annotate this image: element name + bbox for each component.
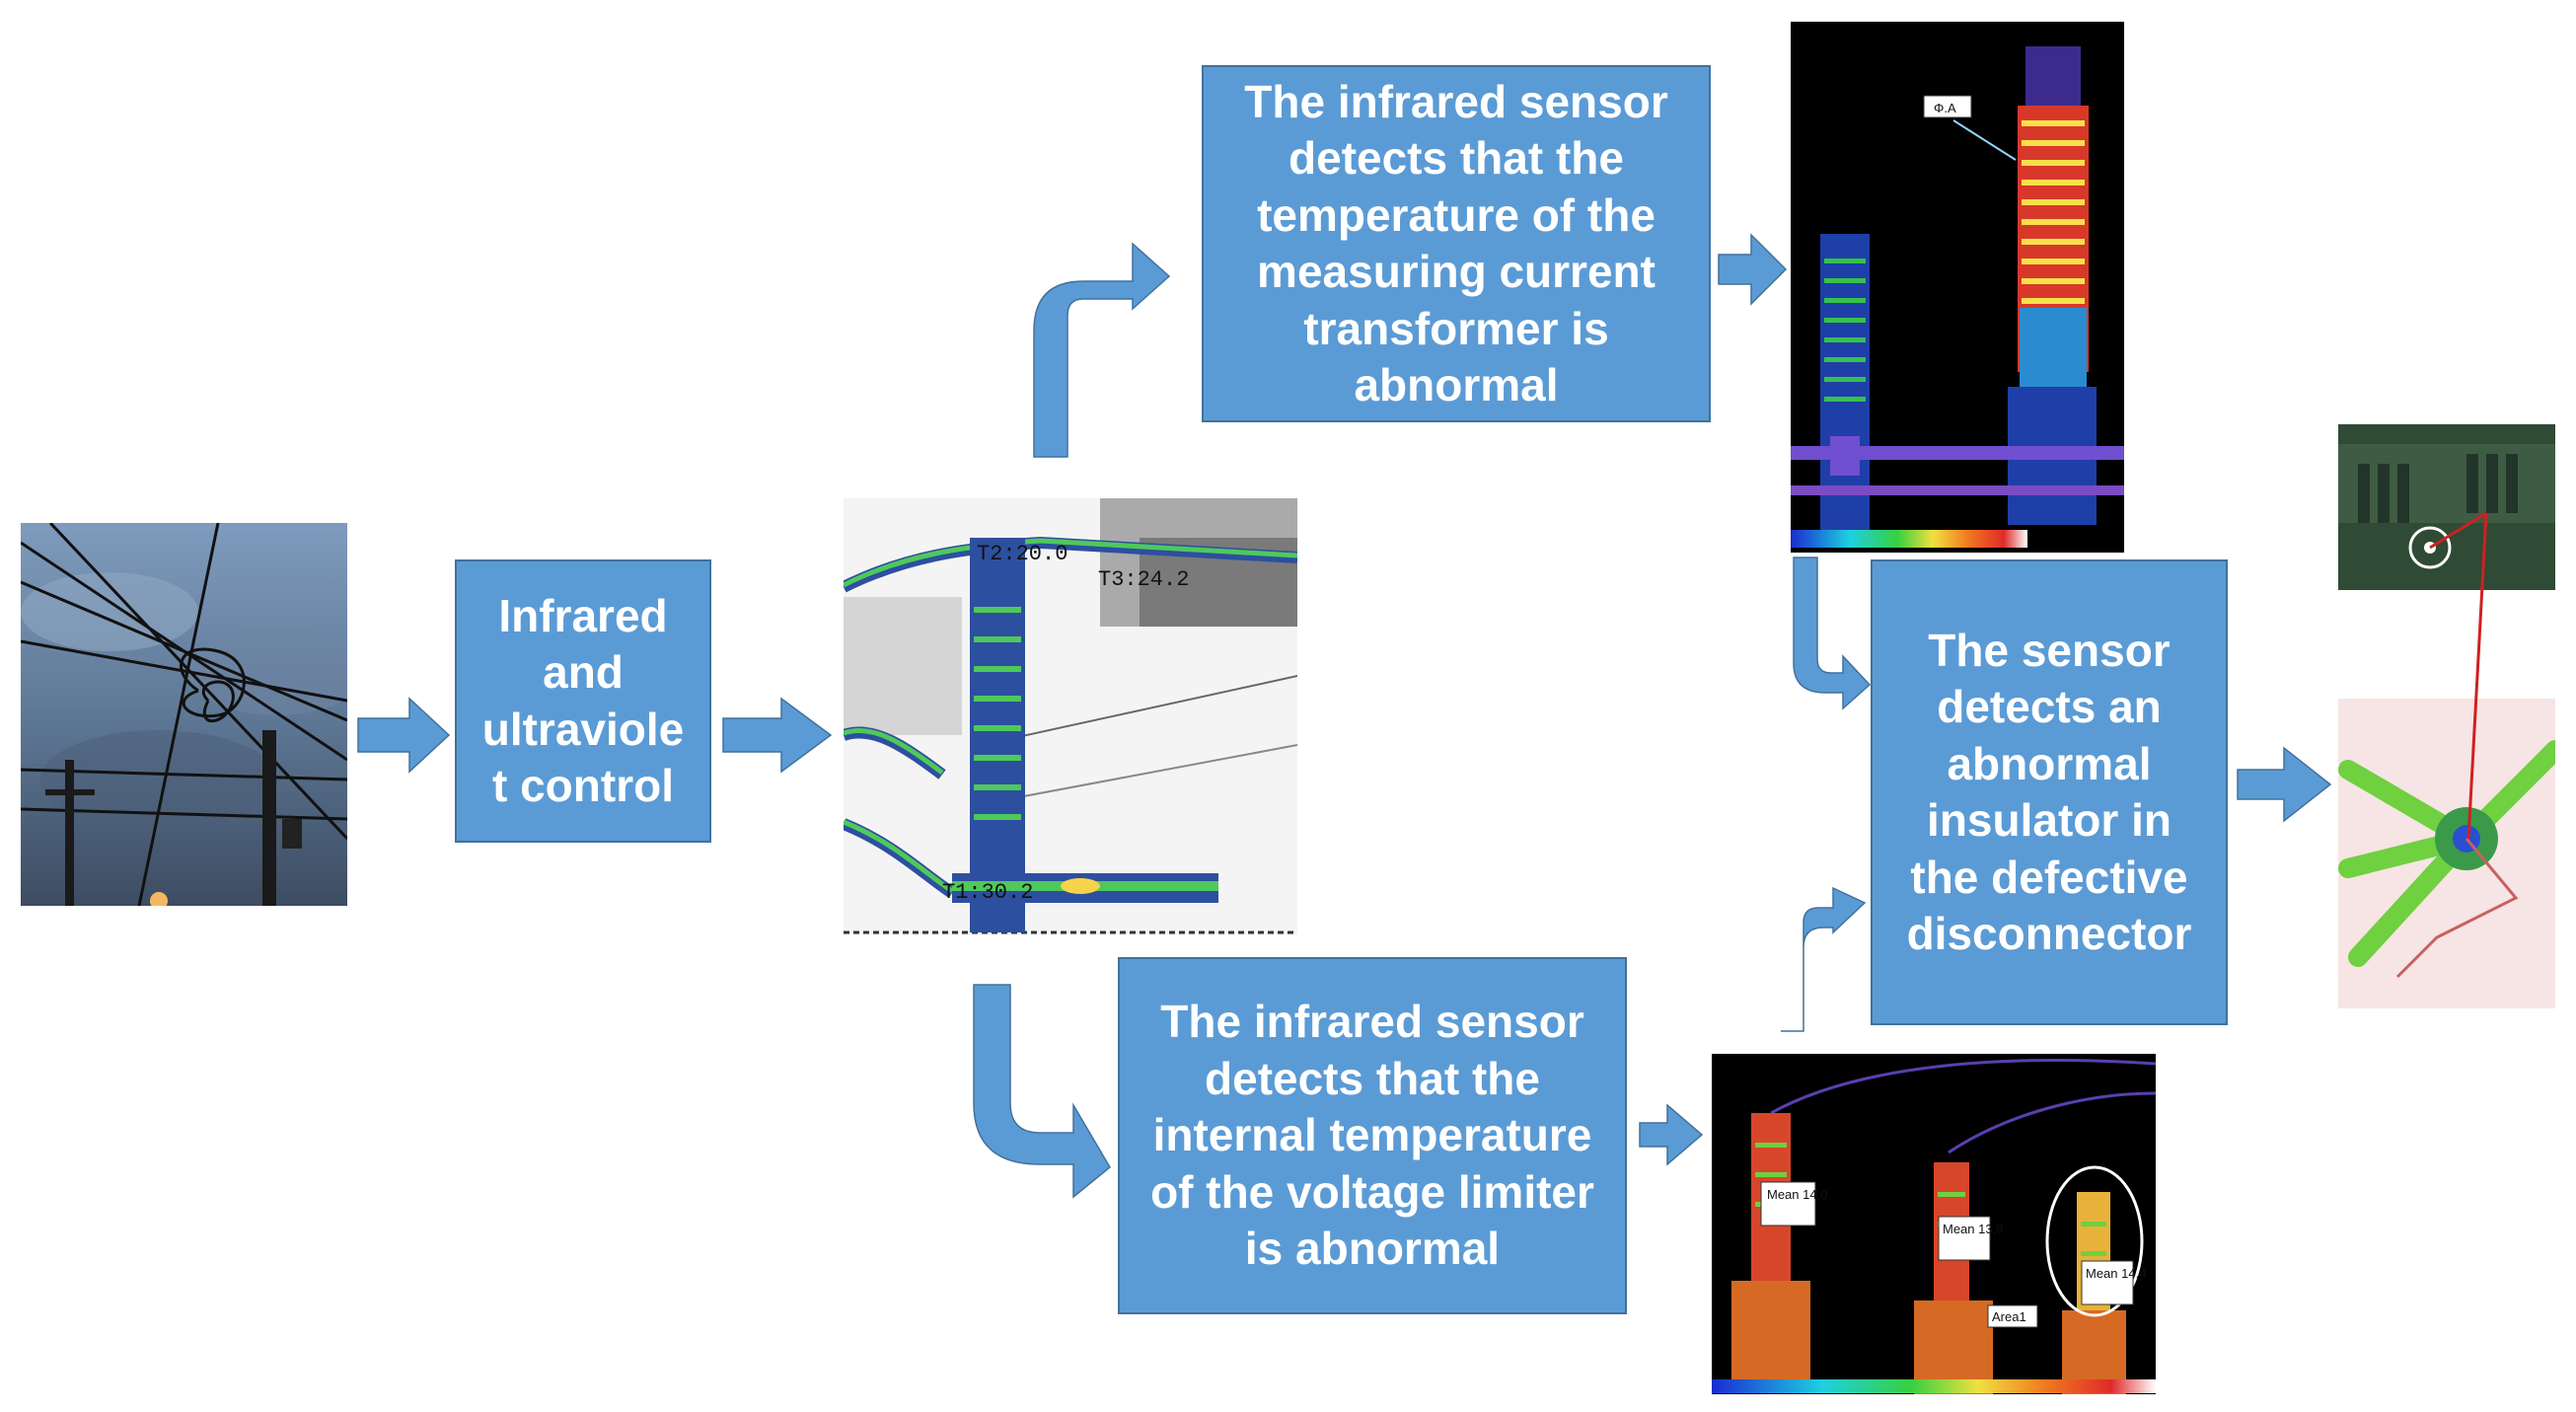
label-mean3: Mean 14,4 <box>2086 1266 2146 1281</box>
arrow-bent-up-top <box>1033 242 1171 458</box>
thermal-image-center: T2:20.0 T3:24.2 T1:30.2 <box>844 498 1297 934</box>
label-area: Area1 <box>1992 1309 2026 1324</box>
node-limiter-abnormal-label: The infrared sensor detects that the int… <box>1150 996 1594 1275</box>
node-defective-disconnector: The sensor detects an abnormal insulator… <box>1871 559 2228 1025</box>
label-mean1: Mean 14,0 <box>1767 1187 1827 1202</box>
arrow-right-3 <box>1718 233 1788 306</box>
node-transformer-abnormal: The infrared sensor detects that the tem… <box>1202 65 1711 422</box>
arrow-right-5 <box>2237 746 2332 823</box>
node-transformer-abnormal-label: The infrared sensor detects that the tem… <box>1244 75 1668 411</box>
power-lines-photo <box>21 523 347 906</box>
uv-thermal-image <box>2338 424 2555 1008</box>
node-defective-disconnector-label: The sensor detects an abnormal insulator… <box>1906 624 2192 960</box>
arrow-bent-limiter-sensor <box>1781 886 1867 1032</box>
node-limiter-abnormal: The infrared sensor detects that the int… <box>1118 957 1627 1314</box>
arrow-bent-down-bottom <box>973 984 1111 1199</box>
arrow-bent-transformer-sensor <box>1793 557 1872 710</box>
arrow-right-4 <box>1639 1103 1704 1166</box>
node-infrared-uv-control: Infrared and ultraviole t control <box>455 559 711 843</box>
label-mean2: Mean 13,9 <box>1943 1222 2003 1236</box>
node-infrared-uv-control-label: Infrared and ultraviole t control <box>481 589 685 812</box>
label-t3: T3:24.2 <box>1098 567 1189 592</box>
label-phase: Φ.A <box>1934 101 1956 115</box>
arrow-right-2 <box>722 697 833 774</box>
thermal-image-transformer: Φ.A <box>1791 22 2124 553</box>
label-t1: T1:30.2 <box>942 880 1033 905</box>
thermal-image-limiter: Mean 14,0 Mean 13,9 Mean 14,4 Area1 <box>1712 1054 2156 1394</box>
label-t2: T2:20.0 <box>977 542 1067 566</box>
arrow-right-1 <box>357 697 451 774</box>
